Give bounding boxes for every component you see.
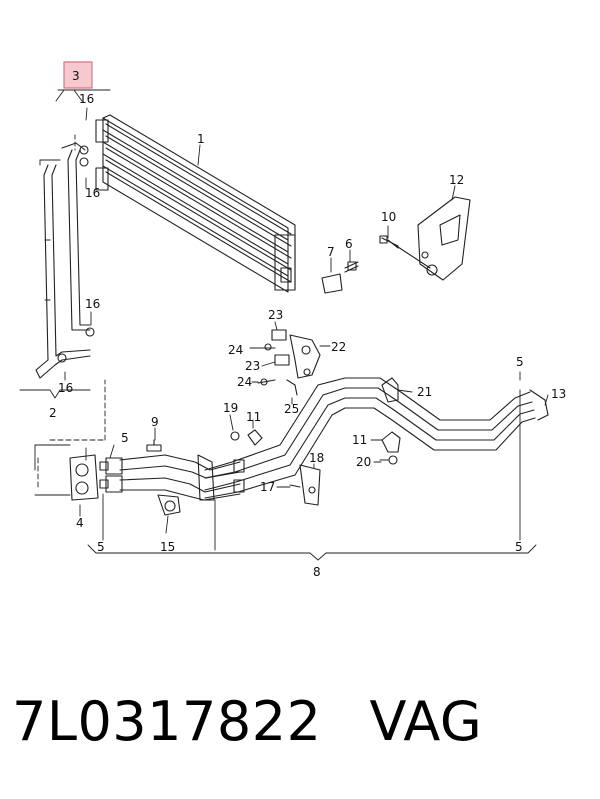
callout-9: 9 <box>151 415 159 429</box>
callout-5-right-bottom: 5 <box>515 540 523 554</box>
callout-16-right: 16 <box>85 297 100 311</box>
pipe-8 <box>204 377 549 499</box>
callout-11-right: 11 <box>352 433 367 447</box>
part-number: 7L0317822 <box>12 690 322 753</box>
callout-24-mid: 24 <box>237 375 252 389</box>
callout-6: 6 <box>345 237 353 251</box>
callout-3-highlight <box>63 61 93 89</box>
callout-16-top: 16 <box>79 92 94 106</box>
diagram-canvas: 3 16 16 16 16 2 1 12 10 7 6 23 22 24 23 … <box>19 61 566 579</box>
callout-10: 10 <box>381 210 396 224</box>
callout-19: 19 <box>223 401 238 415</box>
callout-21: 21 <box>417 385 432 399</box>
callout-16-bottom: 16 <box>58 381 73 395</box>
callout-24-top: 24 <box>228 343 243 357</box>
callout-5-left-bottom: 5 <box>97 540 105 554</box>
part-caption: 7L0317822 VAG <box>12 690 482 753</box>
callout-5-left-top: 5 <box>121 431 129 445</box>
callout-labels: 3 16 16 16 16 2 1 12 10 7 6 23 22 24 23 … <box>49 69 566 579</box>
callout-4: 4 <box>76 516 84 530</box>
callout-16-mid: 16 <box>85 186 100 200</box>
callout-3: 3 <box>72 69 80 83</box>
clamps <box>230 377 401 506</box>
callout-23-mid: 23 <box>245 359 260 373</box>
callout-13: 13 <box>551 387 566 401</box>
leader-lines <box>19 89 549 561</box>
oil-cooler <box>95 114 296 293</box>
callout-11-left: 11 <box>246 410 261 424</box>
callout-5-right-top: 5 <box>516 355 524 369</box>
callout-12: 12 <box>449 173 464 187</box>
parts-diagram: 3 16 16 16 16 2 1 12 10 7 6 23 22 24 23 … <box>19 61 566 579</box>
callout-25: 25 <box>284 402 299 416</box>
callout-1: 1 <box>197 132 205 146</box>
callout-7: 7 <box>327 245 335 259</box>
callout-15: 15 <box>160 540 175 554</box>
bracket-12 <box>387 196 471 281</box>
pipe-2 <box>35 142 95 379</box>
callout-23-top: 23 <box>268 308 283 322</box>
hose-fittings <box>105 439 245 516</box>
callout-8: 8 <box>313 565 321 579</box>
callout-22: 22 <box>331 340 346 354</box>
callout-18: 18 <box>309 451 324 465</box>
bracket-22 <box>257 329 321 396</box>
small-bolts-upper <box>321 235 399 294</box>
callout-2: 2 <box>49 406 57 420</box>
brand-name: VAG <box>369 690 483 753</box>
callout-17: 17 <box>260 480 275 494</box>
callout-20: 20 <box>356 455 371 469</box>
thermostat-housing-4 <box>69 454 109 501</box>
